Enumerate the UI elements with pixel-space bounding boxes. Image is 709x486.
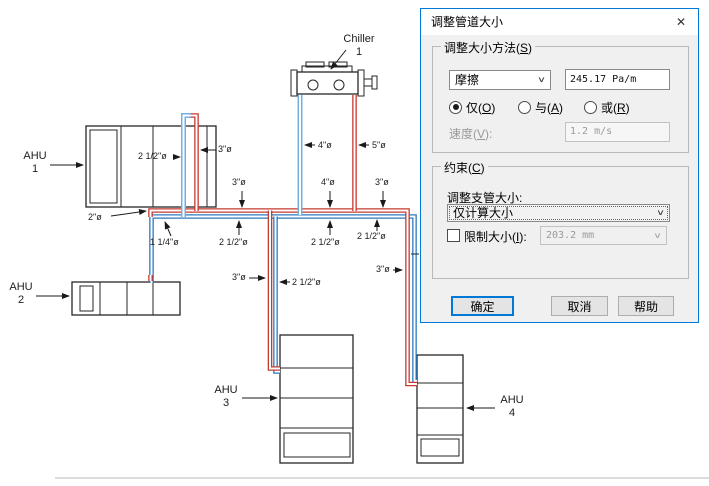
close-icon[interactable]: ✕: [675, 15, 687, 29]
dialog-title: 调整管道大小: [431, 15, 504, 29]
pipe-sizing-dialog: 调整管道大小 ✕ 调整大小方法(S) 摩擦 ∨ 245.17 Pa/m 仅(O)…: [420, 8, 699, 323]
ahu-4-unit[interactable]: [416, 354, 464, 464]
velocity-label: 速度(V):: [449, 127, 493, 141]
restrict-size-label: 限制大小(I):: [464, 230, 527, 244]
pipe-size-label: 5"ø: [372, 140, 386, 150]
pipe-red-riser-ahu1[interactable]: [189, 113, 199, 212]
chevron-down-icon: ∨: [656, 208, 665, 217]
pipe-size-label: 2 1/2"ø: [311, 237, 340, 247]
chiller-label: Chiller 1: [343, 33, 375, 58]
pipe-size-label: 4"ø: [321, 177, 335, 187]
pipe-size-label: 4"ø: [318, 140, 332, 150]
pipe-blue-branch-ahu3[interactable]: [273, 216, 281, 374]
ahu-2-label: AHU 2: [9, 281, 33, 306]
pipe-size-label: 2 1/2"ø: [138, 151, 167, 161]
ahu-3-unit[interactable]: [279, 334, 354, 464]
pipe-size-label: 2 1/2"ø: [357, 231, 386, 241]
branch-sizing-value: 仅计算大小: [453, 206, 514, 220]
pipe-size-label: 1 1/4"ø: [150, 237, 179, 247]
ahu-4-label: AHU 4: [500, 394, 524, 419]
pipe-size-label: 3"ø: [232, 272, 246, 282]
radio-dot: [449, 100, 462, 114]
chiller-unit[interactable]: [290, 61, 378, 97]
leader-arrows: [36, 49, 495, 411]
ahu-3-label: AHU 3: [214, 384, 238, 409]
radio-or[interactable]: 或(R): [584, 99, 630, 115]
constraints-group: 约束(C) 调整支管大小: 仅计算大小 ∨ 限制大小(I): 203.2 mm …: [432, 159, 689, 279]
ahu-1-label: AHU 1: [23, 150, 47, 175]
chevron-down-icon: ∨: [537, 75, 546, 84]
radio-and-label: 与(A): [535, 100, 564, 115]
help-button[interactable]: 帮助: [618, 296, 674, 316]
pipe-size-label: 3"ø: [376, 264, 390, 274]
branch-sizing-label: 调整支管大小:: [447, 191, 523, 205]
radio-only-label: 仅(O): [466, 100, 496, 115]
pipe-red-main[interactable]: [148, 208, 418, 387]
restrict-size-select: 203.2 mm ∨: [540, 226, 667, 245]
radio-only[interactable]: 仅(O): [449, 99, 495, 115]
pipe-size-label: 2 1/2"ø: [292, 277, 321, 287]
radio-or-label: 或(R): [601, 100, 630, 115]
sizing-method-legend: 调整大小方法(S): [441, 39, 536, 56]
velocity-input: 1.2 m/s: [565, 122, 670, 142]
cancel-button[interactable]: 取消: [551, 296, 608, 316]
branch-sizing-select[interactable]: 仅计算大小 ∨: [447, 204, 670, 222]
pipe-size-label: 3"ø: [375, 177, 389, 187]
restrict-size-value: 203.2 mm: [546, 230, 595, 241]
pipe-size-label: 3"ø: [218, 144, 232, 154]
pipe-red-branch-ahu3[interactable]: [267, 210, 280, 371]
constraints-legend: 约束(C): [441, 159, 488, 176]
radio-dot: [584, 100, 597, 114]
view-bottom-edge: [55, 477, 709, 479]
method-select[interactable]: 摩擦 ∨: [449, 70, 551, 90]
pipe-blue-main[interactable]: [149, 214, 418, 384]
method-value: 摩擦: [455, 73, 480, 87]
pipe-size-label: 2"ø: [88, 212, 102, 222]
ahu-2-unit[interactable]: [71, 281, 181, 316]
radio-dot: [518, 100, 531, 114]
sizing-method-group: 调整大小方法(S) 摩擦 ∨ 245.17 Pa/m 仅(O) 与(A) 或(R…: [432, 39, 689, 153]
dialog-titlebar[interactable]: 调整管道大小 ✕: [421, 9, 698, 35]
pipe-size-label: 2 1/2"ø: [219, 237, 248, 247]
ahu-1-unit[interactable]: [85, 125, 217, 208]
ok-button[interactable]: 确定: [451, 296, 514, 316]
pipe-lightblue-riser-ahu1[interactable]: [181, 113, 191, 218]
friction-input[interactable]: 245.17 Pa/m: [565, 69, 670, 90]
pipe-size-label: 3"ø: [232, 177, 246, 187]
chevron-down-icon: ∨: [653, 231, 662, 240]
radio-and[interactable]: 与(A): [518, 99, 563, 115]
restrict-size-checkbox[interactable]: [447, 229, 460, 242]
